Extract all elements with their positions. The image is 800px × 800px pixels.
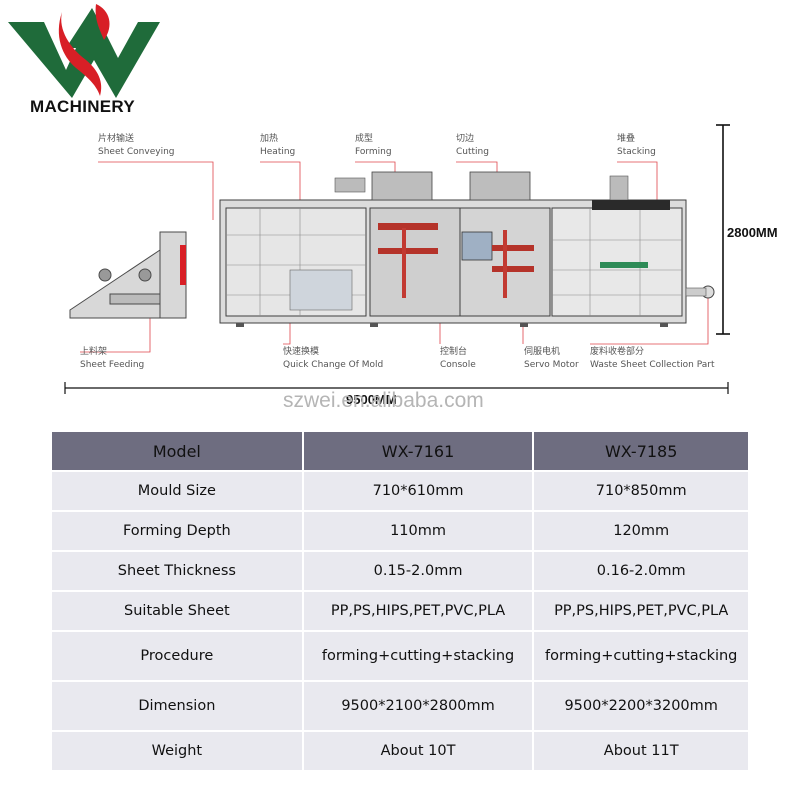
row-label: Procedure [52, 632, 302, 680]
cell-value: PP,PS,HIPS,PET,PVC,PLA [534, 592, 748, 630]
row-label: Sheet Thickness [52, 552, 302, 590]
cell-value: 120mm [534, 512, 748, 550]
table-row: Weight About 10T About 11T [52, 732, 748, 770]
table-row: Forming Depth 110mm 120mm [52, 512, 748, 550]
table-row: Dimension 9500*2100*2800mm 9500*2200*320… [52, 682, 748, 730]
cell-value: 9500*2200*3200mm [534, 682, 748, 730]
table-row: Procedure forming+cutting+stacking formi… [52, 632, 748, 680]
cell-value: PP,PS,HIPS,PET,PVC,PLA [303, 592, 533, 630]
row-label: Dimension [52, 682, 302, 730]
watermark: szwei.en.alibaba.com [283, 389, 484, 412]
height-dimension: 2800MM [727, 225, 778, 240]
cell-value: 710*850mm [534, 472, 748, 510]
header-wx-7161: WX-7161 [303, 432, 533, 470]
cell-value: About 10T [303, 732, 533, 770]
machine-diagram [64, 124, 730, 394]
table-header-row: Model WX-7161 WX-7185 [52, 432, 748, 470]
cell-value: 110mm [303, 512, 533, 550]
cell-value: 0.16-2.0mm [534, 552, 748, 590]
row-label: Forming Depth [52, 512, 302, 550]
table-row: Mould Size 710*610mm 710*850mm [52, 472, 748, 510]
cell-value: 710*610mm [303, 472, 533, 510]
cell-value: 0.15-2.0mm [303, 552, 533, 590]
header-wx-7185: WX-7185 [534, 432, 748, 470]
brand-name: MACHINERY [30, 97, 136, 116]
row-label: Suitable Sheet [52, 592, 302, 630]
cell-value: 9500*2100*2800mm [303, 682, 533, 730]
length-dimension: 9500MM [346, 392, 397, 407]
cell-value: forming+cutting+stacking [534, 632, 748, 680]
table-row: Suitable Sheet PP,PS,HIPS,PET,PVC,PLA PP… [52, 592, 748, 630]
row-label: Mould Size [52, 472, 302, 510]
row-label: Weight [52, 732, 302, 770]
table-row: Sheet Thickness 0.15-2.0mm 0.16-2.0mm [52, 552, 748, 590]
spec-table: Model WX-7161 WX-7185 Mould Size 710*610… [50, 430, 750, 772]
company-logo [8, 4, 160, 98]
cell-value: About 11T [534, 732, 748, 770]
header-model: Model [52, 432, 302, 470]
cell-value: forming+cutting+stacking [303, 632, 533, 680]
